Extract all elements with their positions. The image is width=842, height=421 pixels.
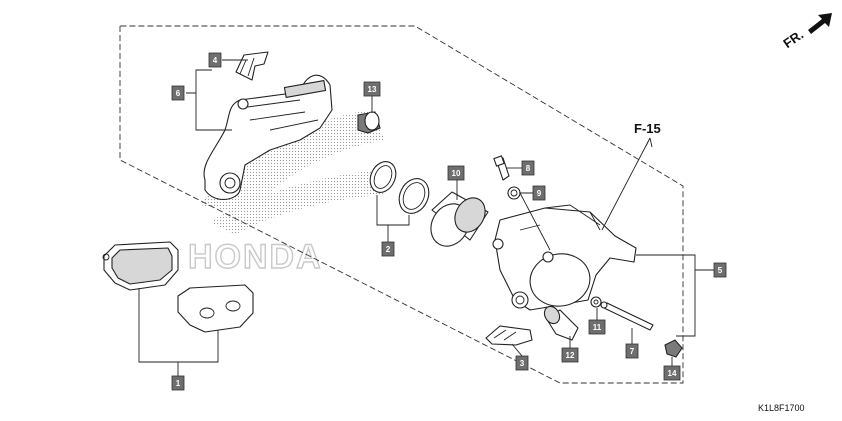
- callout-label: 8: [526, 164, 531, 173]
- brake-pads-part: [102, 241, 254, 333]
- callout-label: 12: [566, 351, 575, 360]
- callout-label: 1: [176, 379, 181, 388]
- callout-8[interactable]: 8: [521, 160, 535, 176]
- callout-5[interactable]: 5: [713, 262, 727, 278]
- callout-9[interactable]: 9: [532, 185, 546, 201]
- honda-watermark: HONDA: [187, 110, 385, 277]
- callout-6[interactable]: 6: [171, 85, 185, 101]
- callout-label: 13: [368, 85, 377, 94]
- caliper-body-part: [492, 204, 637, 311]
- wing-watermark: [200, 110, 385, 235]
- small-seal-part: [590, 296, 602, 308]
- callout-label: 3: [520, 359, 525, 368]
- callout-label: 4: [213, 56, 218, 65]
- watermark-text: HONDA: [188, 238, 323, 276]
- bleeder-cap-part: [507, 186, 521, 200]
- diagram-code: K1L8F1700: [758, 403, 805, 413]
- assembly-boundary: [119, 25, 684, 384]
- leader-lines: [138, 59, 714, 376]
- seal-rings-part: [369, 161, 430, 214]
- callout-7[interactable]: 7: [625, 343, 639, 359]
- callout-14[interactable]: 14: [663, 365, 681, 381]
- callout-label: 10: [452, 169, 461, 178]
- pad-retainer-part: [485, 325, 533, 346]
- callout-label: 2: [386, 245, 391, 254]
- bleeder-part: [493, 155, 510, 181]
- direction-arrow-icon: [808, 13, 832, 34]
- callout-1[interactable]: 1: [171, 375, 185, 391]
- callout-2[interactable]: 2: [381, 241, 395, 257]
- boot-part: [357, 111, 381, 134]
- callout-3[interactable]: 3: [515, 355, 529, 371]
- caliper-bracket-part: [203, 74, 333, 200]
- direction-label: FR.: [780, 27, 806, 51]
- piston-part: [430, 191, 489, 247]
- callout-label: 9: [537, 189, 542, 198]
- callout-12[interactable]: 12: [561, 347, 579, 363]
- callout-11[interactable]: 11: [588, 319, 606, 335]
- callout-label: 7: [630, 347, 635, 356]
- callout-label: 14: [668, 369, 677, 378]
- slide-pin-part: [543, 305, 579, 341]
- front-direction-indicator: FR.: [780, 13, 832, 51]
- callout-13[interactable]: 13: [363, 81, 381, 97]
- callout-10[interactable]: 10: [447, 165, 465, 181]
- pad-spring-part: [235, 51, 269, 81]
- reference-label: F-15: [634, 121, 661, 136]
- callout-4[interactable]: 4: [208, 52, 222, 68]
- callout-label: 11: [593, 323, 602, 332]
- callout-label: 6: [176, 89, 181, 98]
- pad-pin-part: [600, 301, 654, 331]
- plug-part: [664, 339, 683, 358]
- callout-label: 5: [718, 266, 723, 275]
